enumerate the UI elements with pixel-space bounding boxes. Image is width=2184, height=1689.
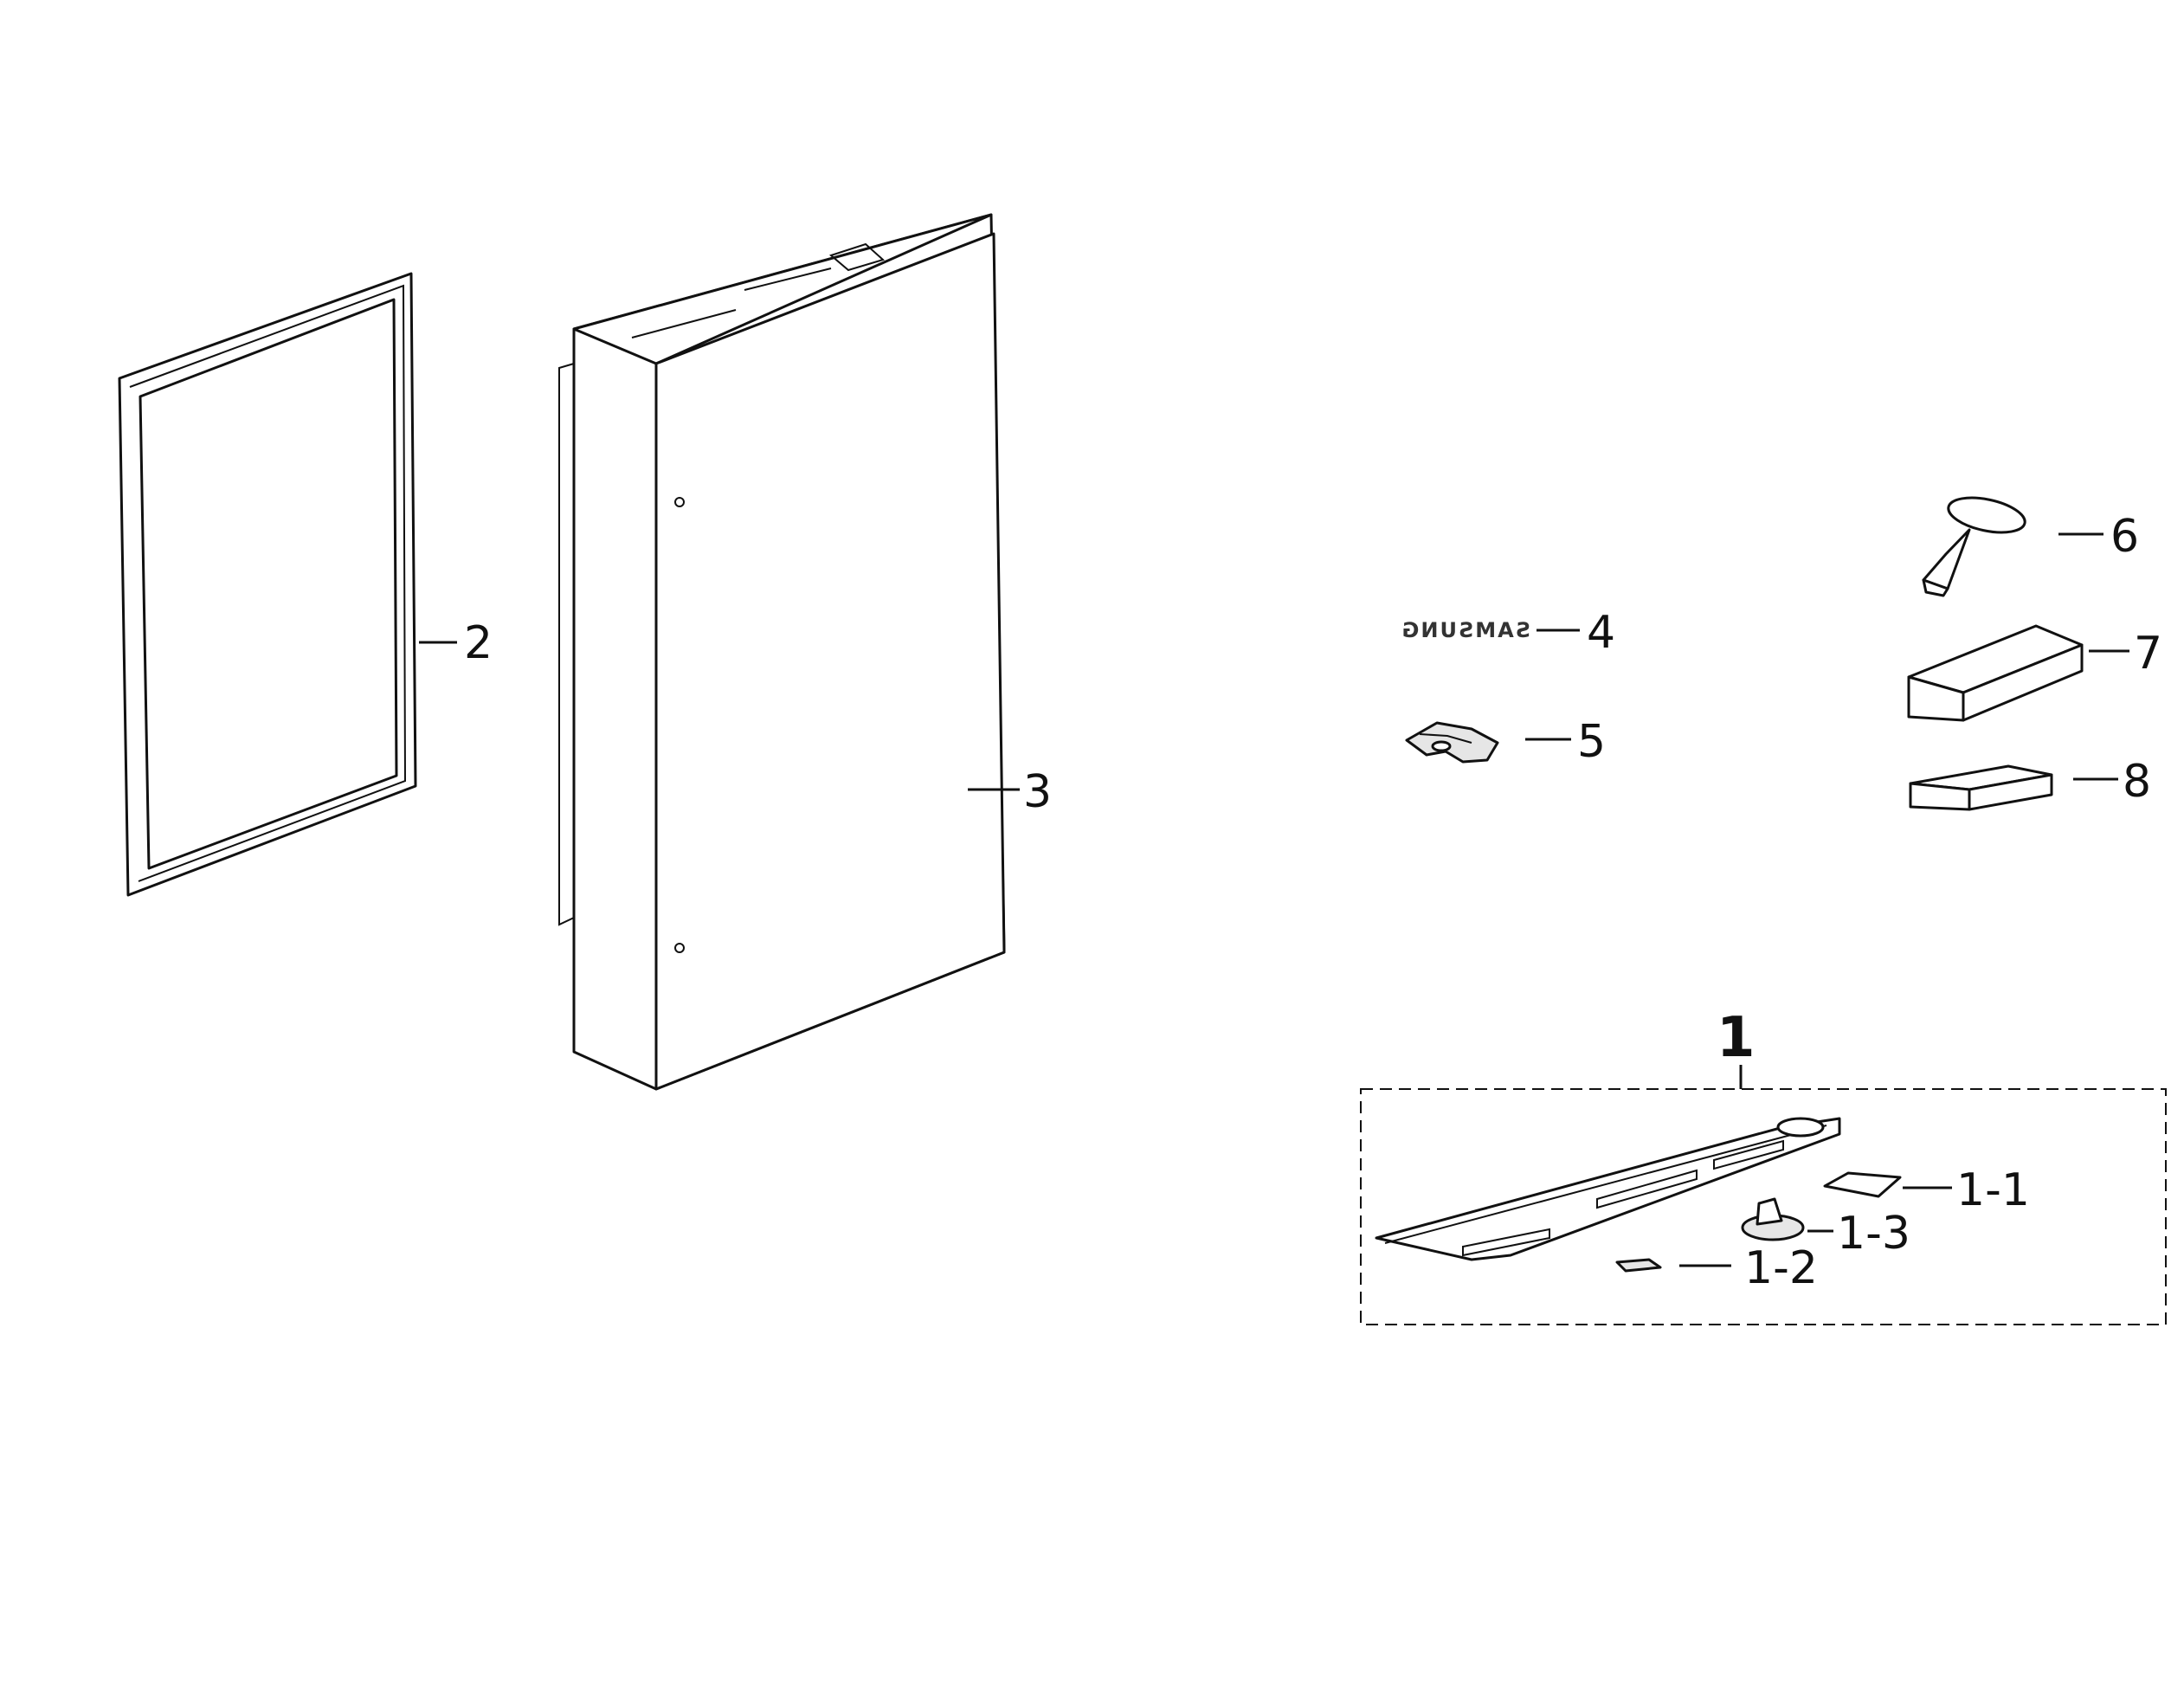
door-panel-part: 3 [558,213,1052,1091]
logo-badge-icon: SAMSUNG [1401,618,1530,642]
door-gasket-icon [118,272,417,897]
clip-icon [1405,721,1499,764]
cover-assembly-part: 1 1-1 1-3 1-2 [1360,1006,2167,1325]
pad-part: 8 [1909,756,2151,811]
part-label-1-3: 1-3 [1837,1208,1910,1260]
part-label-1-2: 1-2 [1744,1242,1818,1294]
logo-badge-part: SAMSUNG 4 [1401,607,1615,659]
plate-icon [1823,1171,1902,1198]
screw-icon [1922,496,2026,597]
part-label-2: 2 [464,617,493,669]
plate-part: 1-1 [1823,1164,2030,1216]
part-label-7: 7 [2134,628,2162,680]
block-part: 7 [1907,624,2162,722]
assembly-group-box [1360,1088,2167,1325]
small-pad-icon [1615,1258,1662,1273]
svg-text:SAMSUNG: SAMSUNG [1401,618,1530,642]
cover-assembly-icon [1375,1117,1841,1261]
block-icon [1907,624,2084,722]
hinge-cap-part: 1-3 [1741,1197,1910,1260]
small-pad-part: 1-2 [1615,1242,1818,1294]
hinge-cap-icon [1741,1197,1805,1241]
part-label-5: 5 [1577,716,1606,768]
clip-part: 5 [1405,716,1606,768]
part-label-8: 8 [2123,756,2151,808]
door-gasket-part: 2 [118,272,493,897]
part-label-6: 6 [2110,511,2139,563]
pad-icon [1909,764,2053,811]
door-panel-icon [558,213,1006,1091]
part-label-1-1: 1-1 [1956,1164,2030,1216]
part-label-1: 1 [1717,1006,1756,1070]
part-label-3: 3 [1023,766,1052,818]
screw-part: 6 [1922,496,2139,597]
part-label-4: 4 [1587,607,1615,659]
